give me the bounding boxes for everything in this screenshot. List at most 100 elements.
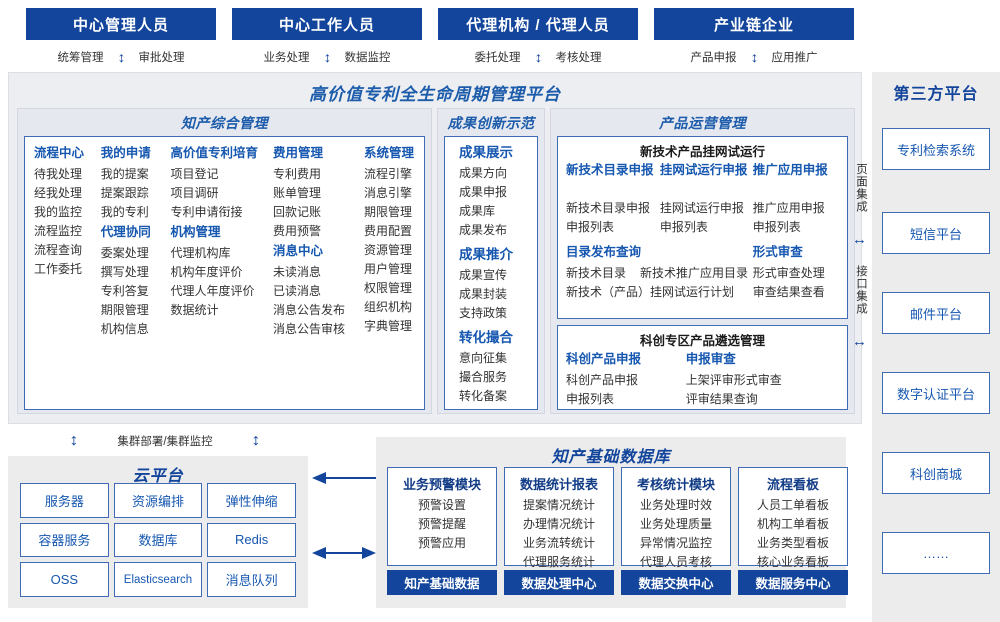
menu-item[interactable]: 我的监控 [34,205,83,219]
menu-item[interactable]: 成果库 [459,204,496,218]
menu-item[interactable]: 流程引擎 [364,167,413,181]
menu-item[interactable]: 流程监控 [34,224,83,238]
cloud-cell-elasticsearch[interactable]: Elasticsearch [113,562,203,597]
menu-item[interactable]: 评审结果查询 [685,392,758,406]
db-item[interactable]: 业务处理质量 [639,517,712,531]
role-bar-0[interactable]: 中心管理人员 [26,8,216,40]
db-item[interactable]: 预警设置 [417,498,466,512]
menu-item[interactable]: 字典管理 [364,319,413,333]
cloud-cell-redis[interactable]: Redis [207,522,296,558]
role-bar-1[interactable]: 中心工作人员 [232,8,422,40]
db-item[interactable]: 提案情况统计 [522,498,595,512]
menu-item[interactable]: 我的提案 [100,167,149,181]
cloud-cell-database[interactable]: 数据库 [113,522,203,558]
db-item[interactable]: 核心业务看板 [756,555,829,569]
menu-item[interactable]: 项目登记 [170,167,219,181]
menu-item[interactable]: 支持政策 [459,306,508,320]
role-bar-2[interactable]: 代理机构 / 代理人员 [438,8,638,40]
db-item[interactable]: 异常情况监控 [639,536,712,550]
db-item[interactable]: 代理人员考核 [639,555,712,569]
menu-item[interactable]: 科创产品申报 [566,373,639,387]
menu-item[interactable]: 我的专利 [100,205,149,219]
menu-item[interactable]: 用户管理 [364,262,413,276]
third-party-item-kechuang-mall[interactable]: 科创商城 [882,452,990,494]
db-foot-service-center[interactable]: 数据服务中心 [738,570,848,595]
menu-item[interactable]: 审查结果查看 [752,285,825,299]
menu-item[interactable]: 挂网试运行申报 [659,201,744,215]
menu-item[interactable]: 转化备案 [459,389,508,403]
menu-item[interactable]: 委案处理 [100,246,149,260]
menu-item[interactable]: 撮合服务 [459,370,508,384]
menu-item[interactable]: 成果封装 [459,287,508,301]
menu-item[interactable]: 成果方向 [459,166,508,180]
third-party-item-sms[interactable]: 短信平台 [882,212,990,254]
role-bar-3[interactable]: 产业链企业 [654,8,854,40]
menu-item[interactable]: 账单管理 [273,186,322,200]
menu-item[interactable]: 新技术目录 [566,266,627,280]
menu-item[interactable]: 已读消息 [273,284,322,298]
third-party-item-patent-search[interactable]: 专利检索系统 [882,128,990,170]
menu-item[interactable]: 代理人年度评价 [170,284,255,298]
menu-item[interactable]: 期限管理 [364,205,413,219]
cloud-cell-autoscaling[interactable]: 弹性伸缩 [207,483,296,518]
menu-item[interactable]: 工作委托 [34,262,83,276]
db-item[interactable]: 代理服务统计 [522,555,595,569]
menu-item[interactable]: 费用配置 [364,224,413,238]
menu-item[interactable]: 形式审查处理 [752,266,825,280]
db-item[interactable]: 人员工单看板 [756,498,829,512]
menu-item[interactable]: 上架评审形式审查 [685,373,782,387]
menu-item[interactable]: 专利费用 [273,167,322,181]
menu-item[interactable]: 消息公告发布 [273,303,346,317]
cloud-cell-oss[interactable]: OSS [20,562,109,597]
menu-item[interactable]: 待我处理 [34,167,83,181]
cloud-cell-container[interactable]: 容器服务 [20,522,109,558]
db-item[interactable]: 业务类型看板 [756,536,829,550]
db-item[interactable]: 预警提醒 [417,517,466,531]
third-party-item-email[interactable]: 邮件平台 [882,292,990,334]
menu-item[interactable]: 权限管理 [364,281,413,295]
menu-item[interactable]: 机构信息 [100,322,149,336]
menu-item[interactable]: 提案跟踪 [100,186,149,200]
menu-item[interactable]: 新技术推广应用目录 [640,266,749,280]
menu-item[interactable]: 项目调研 [170,186,219,200]
db-item[interactable]: 业务流转统计 [522,536,595,550]
db-item[interactable]: 预警应用 [417,536,466,550]
db-item[interactable]: 机构工单看板 [756,517,829,531]
menu-item[interactable]: 费用预警 [273,224,322,238]
menu-item[interactable]: 数据统计 [170,303,219,317]
menu-item[interactable]: 成果发布 [459,223,508,237]
menu-item[interactable]: 新技术（产品）挂网试运行计划 [566,285,735,299]
menu-item[interactable]: 新技术目录申报 [566,201,651,215]
menu-item[interactable]: 申报列表 [752,220,801,234]
db-item[interactable]: 业务处理时效 [639,498,712,512]
third-party-item-more[interactable]: …… [882,532,990,574]
menu-item[interactable]: 组织机构 [364,300,413,314]
menu-item[interactable]: 资源管理 [364,243,413,257]
menu-item[interactable]: 申报列表 [566,220,615,234]
menu-item[interactable]: 撰写处理 [100,265,149,279]
db-item[interactable]: 办理情况统计 [522,517,595,531]
db-foot-processing-center[interactable]: 数据处理中心 [504,570,614,595]
menu-item[interactable]: 推广应用申报 [752,201,825,215]
db-foot-exchange-center[interactable]: 数据交换中心 [621,570,731,595]
menu-item[interactable]: 代理机构库 [170,246,231,260]
menu-item[interactable]: 专利申请衔接 [170,205,243,219]
db-foot-basic-data[interactable]: 知产基础数据 [387,570,497,595]
menu-item[interactable]: 意向征集 [459,351,508,365]
menu-item[interactable]: 申报列表 [566,392,615,406]
menu-item[interactable]: 经我处理 [34,186,83,200]
cloud-cell-server[interactable]: 服务器 [20,483,109,518]
cloud-cell-orchestration[interactable]: 资源编排 [113,483,203,518]
menu-item[interactable]: 流程查询 [34,243,83,257]
menu-item[interactable]: 消息引擎 [364,186,413,200]
menu-item[interactable]: 申报列表 [659,220,708,234]
cloud-cell-mq[interactable]: 消息队列 [207,562,296,597]
menu-item[interactable]: 专利答复 [100,284,149,298]
third-party-item-digital-cert[interactable]: 数字认证平台 [882,372,990,414]
menu-item[interactable]: 回款记账 [273,205,322,219]
menu-item[interactable]: 机构年度评价 [170,265,243,279]
menu-item[interactable]: 成果宣传 [459,268,508,282]
menu-item[interactable]: 未读消息 [273,265,322,279]
menu-item[interactable]: 成果申报 [459,185,508,199]
menu-item[interactable]: 消息公告审核 [273,322,346,336]
